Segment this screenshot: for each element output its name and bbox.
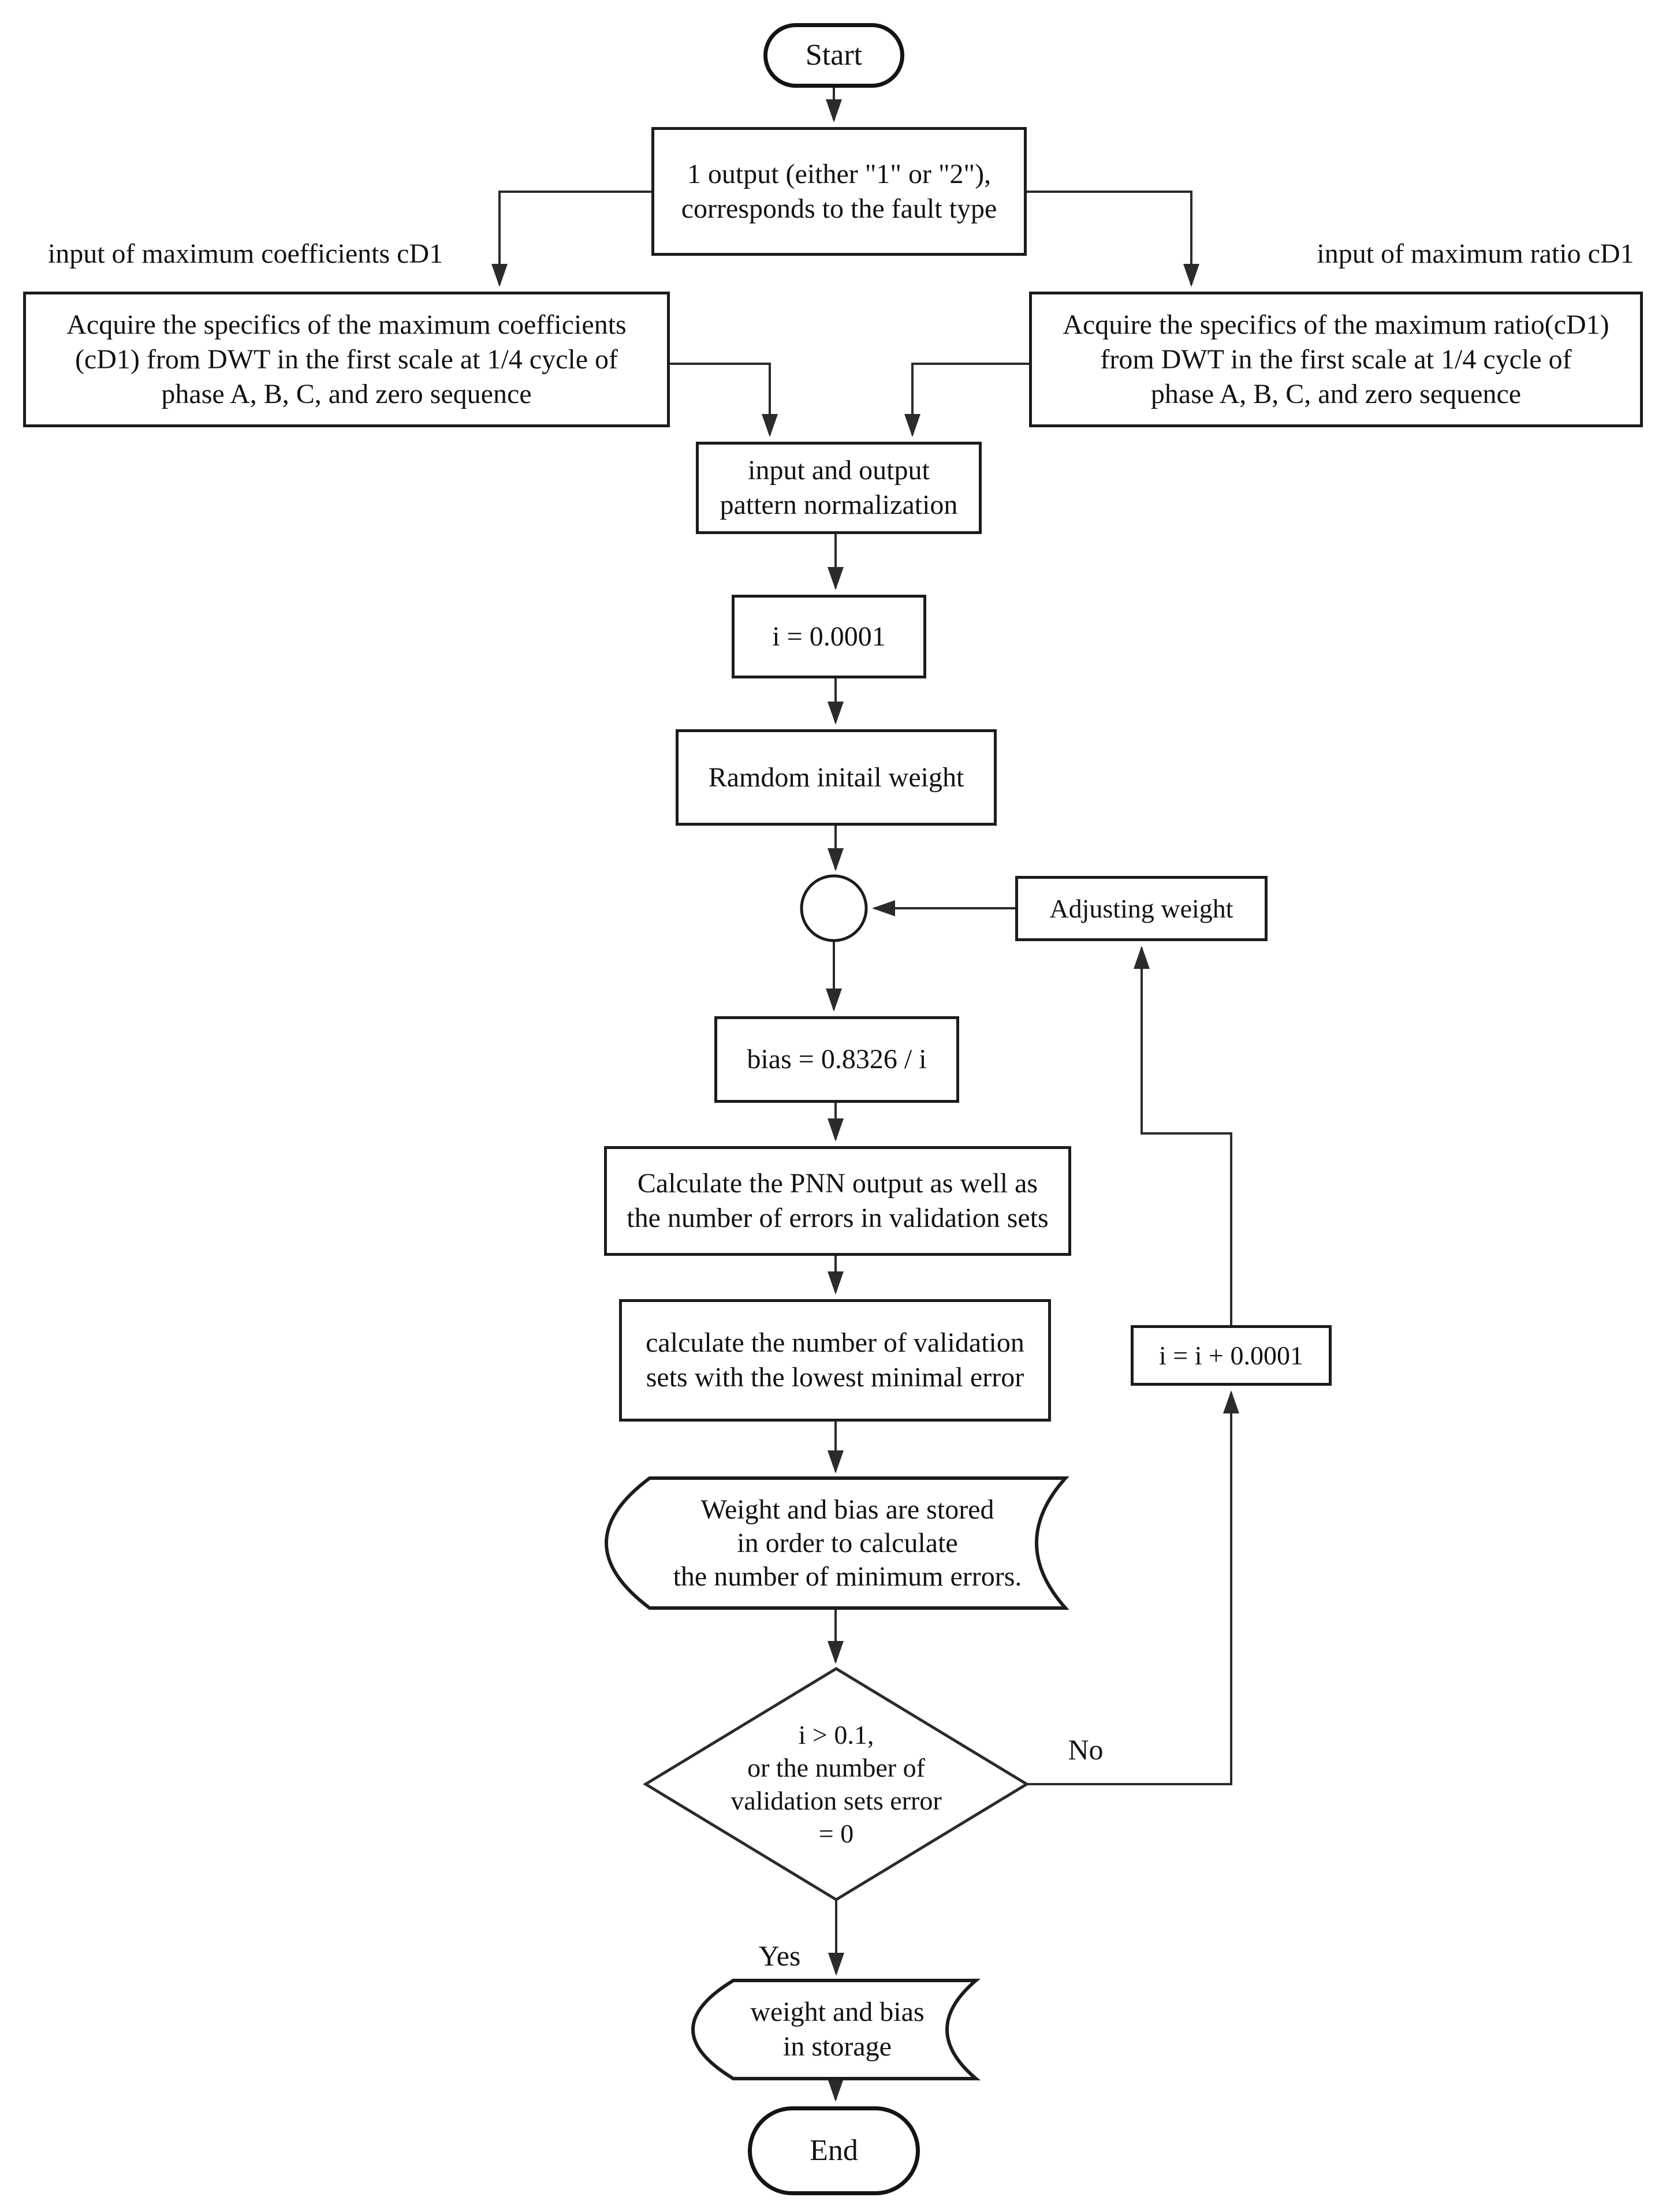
decision-diamond xyxy=(643,1667,1030,1901)
random-initial-weight-box: Ramdom initail weight xyxy=(676,729,997,826)
acquire-coeff-line2: (cD1) from DWT in the first scale at 1/4… xyxy=(74,344,618,375)
increment-label: i = i + 0.0001 xyxy=(1159,1340,1303,1370)
connector-left-box-to-normalization xyxy=(670,363,778,437)
stored1-line2: in order to calculate xyxy=(737,1527,958,1558)
right-input-annotation: input of maximum ratio cD1 xyxy=(1265,231,1666,277)
stored2-line2: in storage xyxy=(783,2031,892,2062)
acquire-ratio-line1: Acquire the specifics of the maximum rat… xyxy=(1063,309,1609,340)
start-label: Start xyxy=(805,39,863,72)
decision-text: i > 0.1, or the number of validation set… xyxy=(686,1718,986,1851)
decision-line2: or the number of xyxy=(747,1753,925,1782)
decision-line4: = 0 xyxy=(818,1819,854,1848)
yes-branch-label: Yes xyxy=(733,1935,826,1976)
calc-validation-line2: sets with the lowest minimal error xyxy=(646,1362,1024,1393)
bias-box: bias = 0.8326 / i xyxy=(714,1016,959,1103)
end-label: End xyxy=(810,2134,858,2167)
adjusting-weight-box: Adjusting weight xyxy=(1015,876,1268,941)
normalization-box: input and output pattern normalization xyxy=(696,442,982,534)
increment-box: i = i + 0.0001 xyxy=(1131,1325,1332,1386)
output-box: 1 output (either "1" or "2"), correspond… xyxy=(651,127,1027,256)
bias-label: bias = 0.8326 / i xyxy=(747,1044,927,1075)
decision-line1: i > 0.1, xyxy=(798,1720,874,1750)
storage-text: weight and bias in storage xyxy=(699,1993,976,2066)
left-input-annotation-text: input of maximum coefficients cD1 xyxy=(47,238,443,269)
connector-right-box-to-normalization xyxy=(904,363,1029,437)
stored1-line3: the number of minimum errors. xyxy=(673,1561,1022,1592)
acquire-ratio-line3: phase A, B, C, and zero sequence xyxy=(1150,378,1522,409)
init-label: i = 0.0001 xyxy=(772,621,886,652)
no-branch-label-text: No xyxy=(1068,1733,1104,1766)
connector-decision-no-to-increment xyxy=(1027,1390,1239,1785)
acquire-coeff-line1: Acquire the specifics of the maximum coe… xyxy=(66,309,627,340)
stored-data-shape-weight-bias-storage xyxy=(691,1979,981,2080)
calc-validation-box: calculate the number of validation sets … xyxy=(619,1299,1051,1422)
pnn-line2: the number of errors in validation sets xyxy=(627,1203,1049,1233)
pnn-line1: Calculate the PNN output as well as xyxy=(637,1168,1038,1199)
normalization-line2: pattern normalization xyxy=(720,490,958,520)
junction-circle xyxy=(800,874,868,942)
output-line2: corresponds to the fault type xyxy=(681,193,997,224)
stored2-line1: weight and bias xyxy=(750,1997,925,2027)
connector-output-to-left-box xyxy=(491,191,651,287)
no-branch-label: No xyxy=(1039,1729,1132,1770)
calc-validation-line1: calculate the number of validation xyxy=(646,1327,1024,1358)
acquire-ratio-line2: from DWT in the first scale at 1/4 cycle… xyxy=(1100,344,1572,375)
acquire-coeff-line3: phase A, B, C, and zero sequence xyxy=(161,378,532,409)
normalization-line1: input and output xyxy=(748,455,930,486)
end-terminal: End xyxy=(748,2106,920,2195)
yes-branch-label-text: Yes xyxy=(758,1939,801,1972)
right-input-annotation-text: input of maximum ratio cD1 xyxy=(1317,238,1634,269)
left-input-annotation: input of maximum coefficients cD1 xyxy=(35,231,456,277)
connector-output-to-right-box xyxy=(1027,191,1199,287)
stored-weight-bias-text: Weight and bias are stored in order to c… xyxy=(629,1493,1065,1594)
init-box: i = 0.0001 xyxy=(732,595,926,678)
acquire-ratio-box: Acquire the specifics of the maximum rat… xyxy=(1029,292,1643,427)
acquire-coefficients-box: Acquire the specifics of the maximum coe… xyxy=(23,292,670,427)
stored1-line1: Weight and bias are stored xyxy=(700,1494,994,1525)
random-weight-label: Ramdom initail weight xyxy=(708,762,964,793)
output-line1: 1 output (either "1" or "2"), xyxy=(687,158,992,189)
pnn-output-box: Calculate the PNN output as well as the … xyxy=(604,1146,1071,1256)
adjusting-weight-label: Adjusting weight xyxy=(1049,893,1233,923)
connector-increment-to-adjust xyxy=(1134,946,1232,1325)
decision-line3: validation sets error xyxy=(730,1786,942,1815)
start-terminal: Start xyxy=(763,23,904,88)
stored-data-shape-weight-bias-stored xyxy=(605,1476,1069,1610)
